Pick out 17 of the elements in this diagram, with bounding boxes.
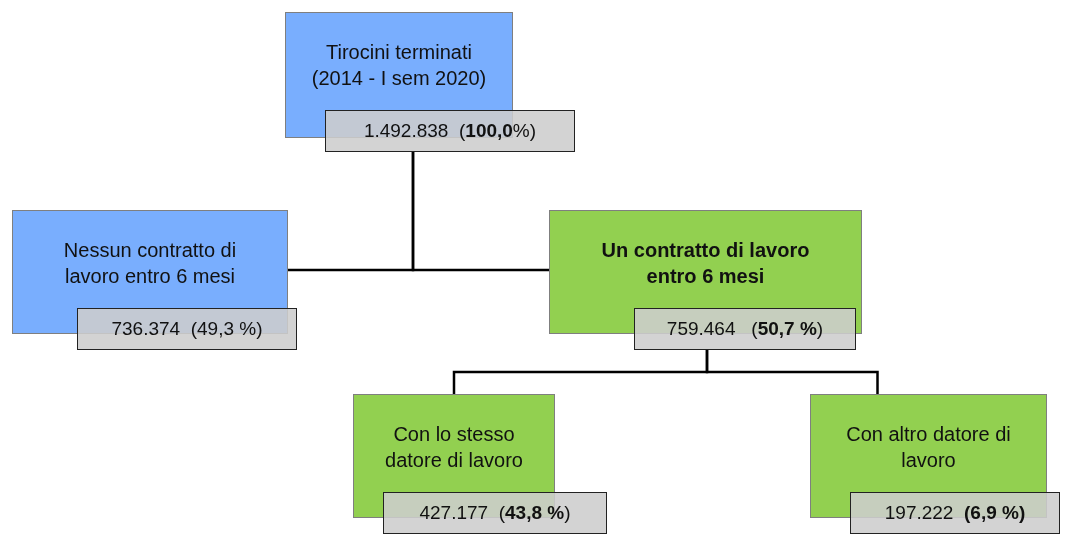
connector-line (411, 152, 549, 272)
value-box (77, 308, 297, 350)
value-text: 427.177 (43,8 %) (418, 502, 572, 524)
value-text: 759.464 (50,7 %) (665, 318, 825, 340)
category-label: Con lo stesso datore di lavoro (384, 422, 524, 473)
value-box (634, 308, 856, 350)
value-box (383, 492, 607, 534)
value-text: 736.374 (49,3 %) (110, 318, 264, 340)
connector-line (705, 350, 879, 394)
category-label: Nessun contratto di lavoro entro 6 mesi (62, 238, 238, 289)
category-label: Con altro datore di lavoro (845, 422, 1012, 473)
category-label: Un contratto di lavoro entro 6 mesi (600, 238, 811, 289)
category-label: Tirocini terminati (2014 - I sem 2020) (310, 40, 488, 91)
value-text: 197.222 (6,9 %) (883, 502, 1027, 524)
value-box (850, 492, 1060, 534)
value-box (325, 110, 575, 152)
value-text: 1.492.838 (100,0%) (362, 120, 538, 142)
